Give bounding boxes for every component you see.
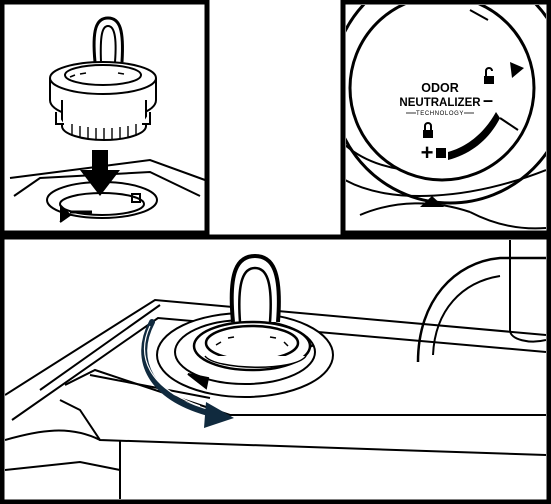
unlock-icon bbox=[484, 67, 494, 84]
lock-icon bbox=[423, 122, 433, 138]
dial-label-odor: ODOR bbox=[421, 81, 459, 95]
panel-rotate-cap bbox=[0, 234, 551, 504]
dial-label-technology-group: TECHNOLOGY bbox=[406, 111, 474, 117]
strength-wedge-icon bbox=[448, 112, 500, 160]
panel-insert-cap bbox=[0, 0, 210, 236]
unlock-pointer-icon bbox=[510, 62, 524, 78]
down-arrow-icon bbox=[80, 150, 120, 196]
rotate-clockwise-arrow-icon bbox=[141, 319, 234, 428]
odor-cap-installed bbox=[192, 253, 312, 372]
alignment-triangle-icon bbox=[420, 196, 444, 207]
minus-symbol: – bbox=[483, 90, 493, 110]
dial-label-neutralizer: NEUTRALIZER bbox=[399, 97, 481, 109]
panel-dial-closeup: ODOR NEUTRALIZER TECHNOLOGY + – bbox=[340, 0, 551, 236]
dial-face bbox=[348, 5, 536, 182]
strength-block-icon bbox=[436, 148, 446, 158]
plus-symbol: + bbox=[421, 140, 434, 165]
dial-label-technology: TECHNOLOGY bbox=[416, 111, 464, 117]
odor-cap-part bbox=[49, 16, 157, 142]
